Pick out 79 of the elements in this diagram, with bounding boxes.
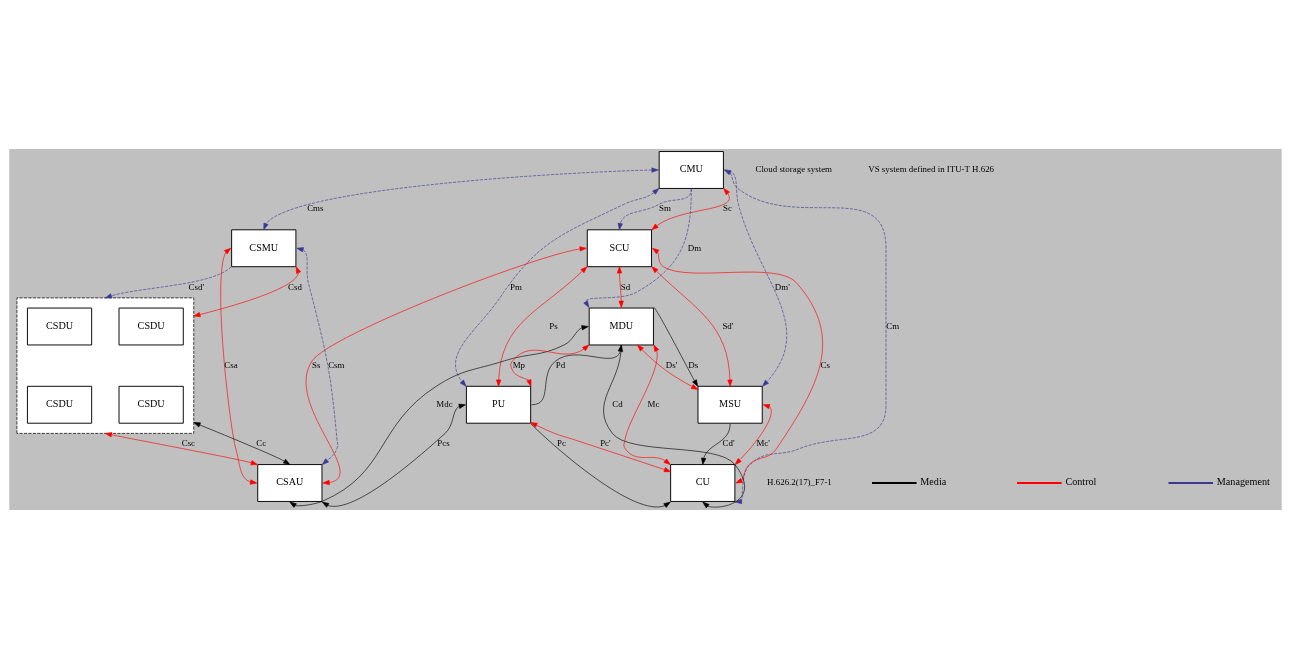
edge-label: Ss — [312, 359, 321, 370]
node-box: CU — [670, 464, 736, 502]
node-box: CMU — [658, 151, 724, 189]
arrow — [322, 403, 466, 508]
edge-label: Dm — [687, 242, 702, 253]
node-box: CSMU — [231, 229, 297, 268]
edge-label: Cc — [256, 438, 267, 449]
edge-label: Csc — [181, 438, 196, 449]
arrow — [263, 167, 659, 231]
legend-label: Control — [1065, 476, 1097, 488]
arrow — [701, 423, 731, 465]
label: VS system defined in ITU-T H.626 — [868, 164, 995, 175]
arrow — [616, 266, 624, 308]
arrow — [623, 344, 671, 465]
node-box: CSAU — [257, 464, 323, 502]
arrow — [603, 344, 745, 509]
edge-label: Pd — [555, 359, 566, 370]
arrow — [510, 344, 590, 387]
label: H.626.2(17)_F7-1 — [767, 477, 832, 488]
edge-label: Cm — [886, 320, 900, 331]
node-box: CSDU — [118, 307, 184, 346]
edge-label: Mdc — [436, 399, 453, 410]
edge-label: Cms — [307, 203, 324, 214]
arrow — [496, 266, 588, 387]
arrow — [734, 404, 772, 465]
edge-label: Pc' — [600, 438, 611, 449]
edge-label: Cd' — [722, 438, 735, 449]
arrow — [193, 422, 291, 465]
arrow — [305, 246, 587, 486]
arrow — [193, 266, 301, 318]
arrow — [220, 247, 258, 485]
edge-label: Ps — [549, 320, 558, 331]
node-box: CSDU — [26, 307, 93, 346]
edge-label: Sc — [723, 203, 733, 214]
node-box: MDU — [588, 307, 654, 346]
edge-label: Dm' — [774, 281, 790, 292]
arrow — [651, 266, 733, 387]
edge-label: Csd — [288, 281, 302, 292]
node-box: CSDU — [26, 385, 93, 424]
arrow — [583, 188, 692, 308]
edge-label: Mp — [512, 359, 526, 370]
node-box: SCU — [586, 229, 652, 268]
edge-label: Pc — [557, 438, 566, 449]
edge-label: Ds — [688, 359, 699, 370]
arrow — [637, 344, 699, 390]
edge-label: Pm — [510, 281, 522, 292]
arrow — [296, 247, 338, 465]
legend-label: Management — [1216, 476, 1270, 488]
edge-label: Mc' — [756, 438, 770, 449]
legend-label: Media — [920, 476, 947, 488]
arrow — [653, 307, 698, 387]
cluster — [16, 297, 195, 434]
arrow — [105, 432, 258, 466]
edge-label: Cs — [820, 359, 830, 370]
arrow — [455, 188, 660, 387]
node-box: CSDU — [118, 385, 184, 424]
node-box: MSU — [697, 385, 763, 424]
arrow — [105, 266, 232, 299]
edge-label: Pcs — [437, 438, 450, 449]
edge-label: Mc — [647, 399, 660, 410]
edge-label: Ds' — [665, 359, 678, 370]
arrow — [531, 344, 623, 406]
edge-label: Cd — [612, 399, 623, 410]
arrow — [652, 247, 823, 484]
edge-label: Sm — [658, 203, 671, 214]
arrow — [530, 423, 671, 508]
arrow — [289, 325, 589, 508]
edge-label: Csd' — [188, 281, 205, 292]
node-box: PU — [465, 385, 532, 424]
edge-label: Sd' — [722, 320, 734, 331]
arrow — [617, 188, 692, 231]
edge-label: Csm — [328, 359, 345, 370]
edge-label: Csa — [224, 359, 238, 370]
label: Cloud storage system — [755, 164, 833, 175]
arrow — [530, 422, 671, 473]
edge-label: Sd — [620, 281, 631, 292]
arrow — [724, 169, 787, 387]
arrow — [651, 188, 730, 231]
arrow — [724, 169, 887, 504]
